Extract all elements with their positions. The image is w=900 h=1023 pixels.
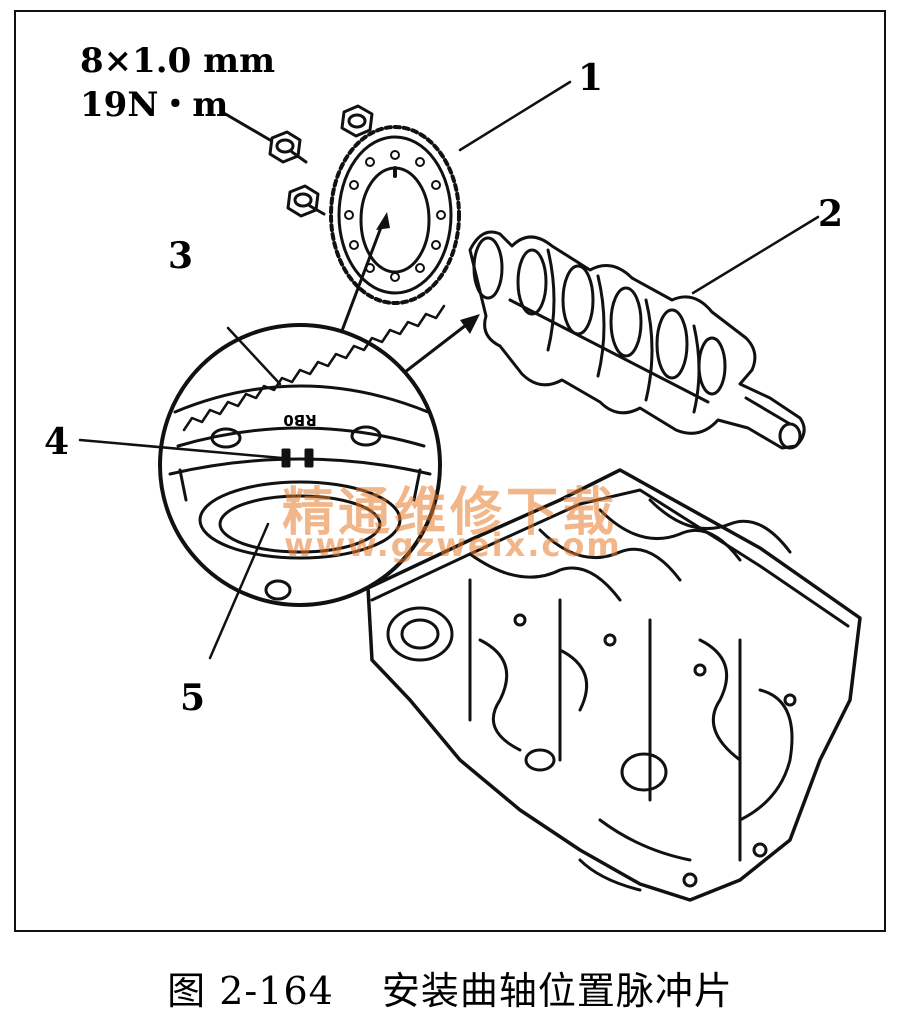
detail-pointer-line xyxy=(403,320,472,374)
figure-caption: 图 2-164 安装曲轴位置脉冲片 xyxy=(0,960,900,1015)
watermark-text: 精通维修下载 xyxy=(282,483,619,543)
caption-title: 安装曲轴位置脉冲片 xyxy=(381,969,733,1013)
ring-guide-arrow xyxy=(376,212,390,230)
crankshaft xyxy=(468,230,806,450)
thread-spec-label: 8×1.0 mm xyxy=(80,41,276,81)
bolt-bottom xyxy=(286,184,326,218)
detail-pointer-arrow xyxy=(460,314,480,334)
bolt-left xyxy=(268,130,308,164)
torque-spec-label: 19N・m xyxy=(80,85,229,125)
spec-leader-line xyxy=(220,110,272,142)
callout-4: 4 xyxy=(44,421,70,463)
watermark-url: www.gzweix.com xyxy=(284,526,622,564)
ring-stamp-text: RB0 xyxy=(283,411,316,429)
leader-4 xyxy=(78,438,284,460)
callout-2: 2 xyxy=(818,193,844,235)
leader-5 xyxy=(208,522,270,660)
bolt-top xyxy=(340,104,374,138)
leader-3 xyxy=(226,326,282,386)
callout-1: 1 xyxy=(578,57,604,99)
pulse-ring xyxy=(329,125,461,305)
leader-2 xyxy=(691,215,820,295)
callout-3: 3 xyxy=(168,235,194,277)
leader-1 xyxy=(458,80,572,152)
cylinder-block xyxy=(366,468,862,902)
caption-number: 图 2-164 xyxy=(167,969,334,1013)
callout-5: 5 xyxy=(180,677,206,719)
ring-guide-line xyxy=(338,220,385,338)
detail-magnifier xyxy=(158,304,446,607)
